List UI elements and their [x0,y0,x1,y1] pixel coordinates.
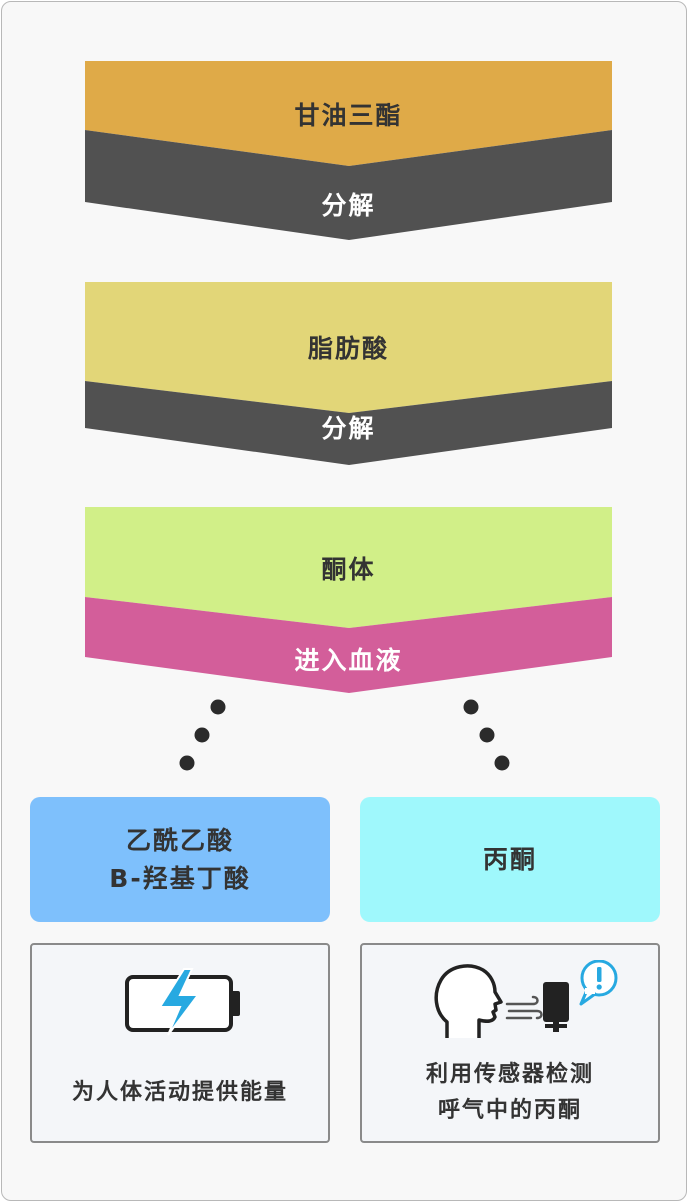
breath-sensor-card: 利用传感器检测 呼气中的丙酮 [360,943,660,1143]
dot-right-1 [463,699,479,715]
breath-lines-icon [505,995,543,1020]
head-profile-icon [434,964,503,1038]
fatty-acid-block [85,282,612,413]
sensor-device-icon [543,982,569,1022]
energy-text: 为人体活动提供能量 [71,1080,288,1105]
acetoacetic-acid-label: 乙酰乙酸 [125,826,234,855]
decompose-band-2 [85,381,612,465]
acetone-box: 丙酮 [360,797,660,922]
triglyceride-label: 甘油三酯 [294,101,403,130]
breath-sensor-icon [434,960,618,1038]
dot-left-2 [194,727,210,743]
enter-blood-label: 进入血液 [294,646,403,675]
dot-left-1 [210,699,226,715]
decompose-label-2: 分解 [321,414,376,443]
blood-band [85,597,612,693]
ketone-body-label: 酮体 [321,555,376,584]
dot-right-2 [479,727,495,743]
energy-card: 为人体活动提供能量 [30,943,330,1143]
dot-left-3 [179,755,195,771]
decompose-label-1: 分解 [321,191,376,220]
triglyceride-block [85,61,612,166]
decompose-band-1 [85,130,612,240]
hydroxybutyric-acid-label: B-羟基丁酸 [109,863,251,893]
fatty-acid-label: 脂肪酸 [307,334,389,363]
acetone-label: 丙酮 [482,844,537,874]
acetoacetic-box: 乙酰乙酸 B-羟基丁酸 [30,797,330,922]
dot-right-3 [494,755,510,771]
ketone-body-block [85,507,612,628]
breath-sensor-text-2: 呼气中的丙酮 [437,1098,582,1123]
breath-sensor-text-1: 利用传感器检测 [425,1062,594,1087]
battery-charging-icon [125,968,240,1036]
